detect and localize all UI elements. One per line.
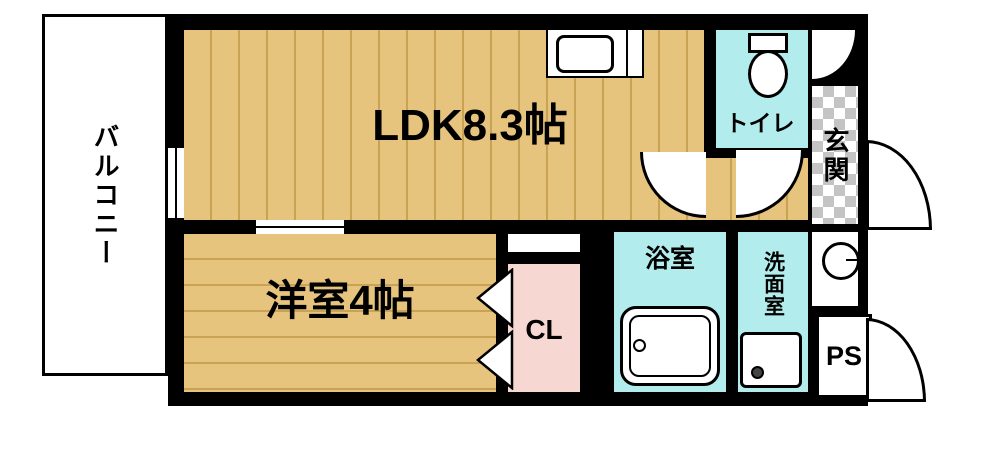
kitchen-sink-icon	[556, 35, 614, 73]
sliding-door-line	[256, 226, 344, 228]
window-glass-line	[175, 148, 177, 218]
front-door-swing-arc	[866, 140, 932, 230]
ldk-balcony-window	[168, 148, 184, 218]
washbasin-faucet-line	[846, 259, 860, 261]
washroom-label: 洗面室	[761, 251, 785, 317]
entrance-tile-floor	[812, 86, 858, 224]
bathtub-knob	[633, 339, 646, 352]
toilet-bowl-icon	[748, 50, 788, 98]
closet-label: CL	[525, 314, 563, 345]
washbasin-sink-icon	[822, 242, 860, 280]
washer-drain	[751, 366, 764, 379]
western-room-label: 洋室4帖	[265, 277, 415, 324]
meter-box-swing-arc	[866, 318, 926, 402]
balcony	[42, 14, 168, 376]
toilet-label: トイレ	[725, 109, 795, 136]
closet-floor	[508, 264, 580, 392]
bathtub-inner-line	[629, 315, 711, 377]
western-room-floor	[184, 234, 496, 392]
bathroom-label: 浴室	[644, 244, 695, 273]
pipe-space-label: PS	[825, 340, 863, 371]
washer-pan-icon	[740, 332, 802, 388]
kitchen-counter-divider	[626, 30, 628, 78]
entrance-label: 玄関	[820, 127, 850, 185]
ldk-western-sliding-door	[256, 220, 344, 234]
closet-folding-door-icon	[476, 268, 514, 390]
ldk-label: LDK8.3帖	[372, 101, 568, 150]
closet-upper-gap	[508, 234, 580, 252]
bathtub-icon	[620, 306, 720, 386]
balcony-label: バルコニー	[90, 122, 120, 268]
